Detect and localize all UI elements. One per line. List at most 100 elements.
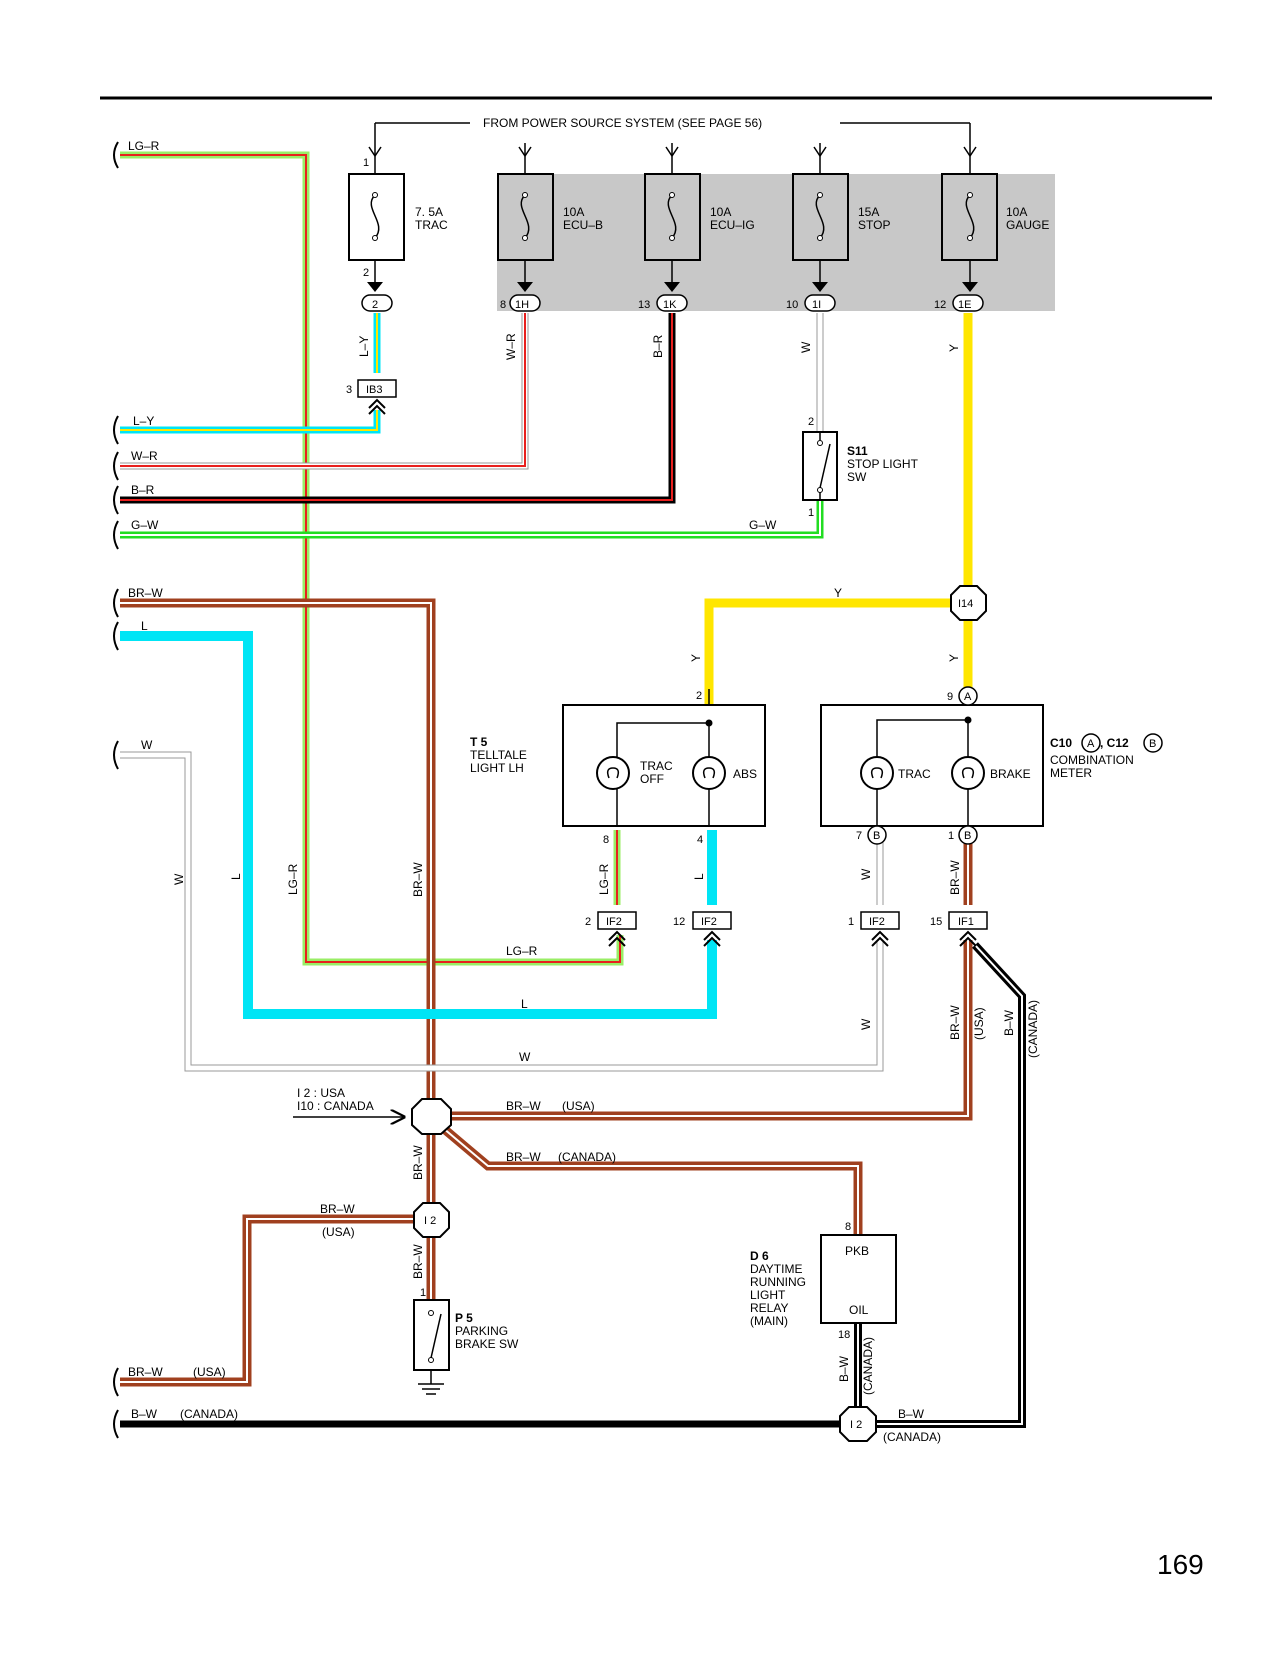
label-b-r-left: B–R xyxy=(131,483,155,497)
if2-a-label: IF2 xyxy=(606,916,622,928)
vlabel-y-meter: Y xyxy=(947,654,961,662)
wire-l-y xyxy=(120,313,381,434)
t5-pin-4: 4 xyxy=(697,834,703,846)
connector-ib3: IB3 3 xyxy=(346,379,397,415)
junction-i2-mid: I 2 xyxy=(413,1202,450,1238)
meter-id-c10: C10 xyxy=(1050,736,1072,750)
vlabel-canada-d6: (CANADA) xyxy=(861,1337,875,1395)
meter-brake-label: BRAKE xyxy=(990,767,1031,781)
wire-y xyxy=(704,313,973,704)
connector-1i: 1I 10 xyxy=(786,294,836,312)
if2-c-pin: 1 xyxy=(848,916,854,928)
t5-abs-label: ABS xyxy=(733,767,757,781)
junction-i14-label: I14 xyxy=(958,598,973,610)
vlabel-l-y: L–Y xyxy=(357,336,371,357)
s11-line2: SW xyxy=(847,470,867,484)
connector-1i-label: 1I xyxy=(812,299,821,311)
vlabel-w-left: W xyxy=(172,873,186,885)
vlabel-usa: (USA) xyxy=(972,1007,986,1040)
junction-main xyxy=(293,1098,452,1135)
if2-b-label: IF2 xyxy=(701,916,717,928)
fuse-stop xyxy=(792,143,849,292)
vlabel-w-lower: W xyxy=(859,1018,873,1030)
label-lg-r-top: LG–R xyxy=(128,139,160,153)
connector-1h-label: 1H xyxy=(515,299,529,311)
label-br-w-left: BR–W xyxy=(128,586,163,600)
fuse-ecu-ig xyxy=(644,143,701,292)
wire-b-w xyxy=(120,942,1026,1428)
connector-if2-b: IF2 12 xyxy=(673,911,732,947)
meter-c10-badge-label: A xyxy=(1087,738,1095,750)
if1-pin: 15 xyxy=(930,916,942,928)
fuse-ecu-b-name: ECU–B xyxy=(563,218,603,232)
d6-oil-label: OIL xyxy=(849,1303,869,1317)
vlabel-y-t5: Y xyxy=(689,654,703,662)
wire-g-w xyxy=(120,500,824,539)
meter-pin-b2: B xyxy=(964,830,971,842)
vlabel-br-w-usa: BR–W xyxy=(948,1005,962,1040)
connector-ib3-label: IB3 xyxy=(366,384,383,396)
label-g-w-right: G–W xyxy=(749,518,777,532)
vlabel-l-left: L xyxy=(229,873,243,880)
vlabel-br-w-meter: BR–W xyxy=(948,860,962,895)
stop-light-switch: 2 1 xyxy=(802,416,838,519)
fuse-trac-pin-bottom: 2 xyxy=(363,267,369,279)
telltale-light-box: TRAC OFF ABS 2 8 4 xyxy=(562,689,766,846)
p5-line2: BRAKE SW xyxy=(455,1337,519,1351)
label-y-top: Y xyxy=(834,586,842,600)
wire-lg-r xyxy=(120,151,624,966)
combination-meter-box: TRAC BRAKE A 9 B 7 B 1 xyxy=(820,686,1044,845)
pin-13-label: 13 xyxy=(638,299,650,311)
p5-line1: PARKING xyxy=(455,1324,508,1338)
fuse-ecu-b xyxy=(497,143,554,292)
meter-pin-9: 9 xyxy=(947,691,953,703)
t5-line2: LIGHT LH xyxy=(470,761,524,775)
fuse-stop-amp: 15A xyxy=(858,205,879,219)
junction-i2-bottom: I 2 xyxy=(839,1406,877,1442)
wire-br-w xyxy=(120,598,973,1387)
meter-trac-lamp-icon xyxy=(860,756,894,790)
if2-a-pin: 2 xyxy=(585,916,591,928)
wire-b-r xyxy=(120,313,676,504)
t5-id: T 5 xyxy=(470,735,488,749)
connector-2-label: 2 xyxy=(372,299,378,311)
junction-i2-usa-note: I 2 : USA xyxy=(297,1086,345,1100)
s11-pin-top: 2 xyxy=(808,416,814,428)
fuse-stop-name: STOP xyxy=(858,218,890,232)
fuse-ecu-ig-amp: 10A xyxy=(710,205,731,219)
ib3-pin-label: 3 xyxy=(346,384,352,396)
fuse-gauge-name: GAUGE xyxy=(1006,218,1049,232)
fuse-gauge-amp: 10A xyxy=(1006,205,1027,219)
ground-icon xyxy=(418,1383,444,1395)
connector-2: 2 xyxy=(361,294,393,312)
label-usa-2: (USA) xyxy=(322,1225,355,1239)
if1-label: IF1 xyxy=(958,916,974,928)
meter-pin-7: 7 xyxy=(856,830,862,842)
label-b-w-right: B–W xyxy=(898,1407,925,1421)
s11-pin-bottom: 1 xyxy=(808,507,814,519)
junction-i2-bottom-label: I 2 xyxy=(850,1419,862,1431)
connector-1k: 1K 13 xyxy=(638,294,688,312)
page-number: 169 xyxy=(1157,1549,1204,1580)
label-usa-3: (USA) xyxy=(193,1365,226,1379)
abs-lamp-icon xyxy=(692,756,726,790)
meter-c12-badge-label: B xyxy=(1149,738,1156,750)
d6-pkb-label: PKB xyxy=(845,1244,869,1258)
label-usa-1: (USA) xyxy=(562,1099,595,1113)
label-canada-1: (CANADA) xyxy=(558,1150,616,1164)
meter-id-c12: , C12 xyxy=(1100,736,1129,750)
wire-break-marks xyxy=(113,141,119,1439)
label-b-w-bottom: B–W xyxy=(131,1407,158,1421)
connector-1e: 1E 12 xyxy=(934,294,984,312)
vlabel-br-w-junction: BR–W xyxy=(411,1145,425,1180)
meter-c10-badge xyxy=(1081,733,1101,753)
junction-i14: I14 xyxy=(950,585,987,621)
pin-12-label: 12 xyxy=(934,299,946,311)
meter-pin-a: A xyxy=(964,691,972,703)
meter-brake-lamp-icon xyxy=(951,756,985,790)
meter-pin-b1: B xyxy=(873,830,880,842)
label-w-mid: W xyxy=(519,1050,531,1064)
label-g-w-left: G–W xyxy=(131,518,159,532)
fuse-ecu-ig-name: ECU–IG xyxy=(710,218,755,232)
vlabel-br-w-main: BR–W xyxy=(411,862,425,897)
